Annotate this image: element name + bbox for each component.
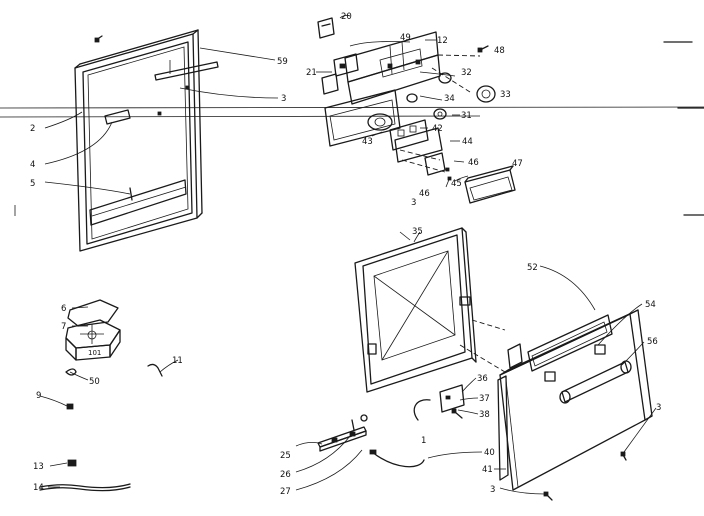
callout-45: 45 — [451, 179, 462, 189]
handle-strip-parts — [317, 414, 425, 468]
callout-42: 42 — [432, 124, 443, 134]
callout-54: 54 — [645, 300, 656, 310]
callout-12: 12 — [437, 36, 448, 46]
callout-6: 6 — [61, 304, 66, 314]
callout-25: 25 — [280, 451, 291, 461]
callout-49: 49 — [400, 33, 411, 43]
callout-32: 32 — [461, 68, 472, 78]
callout-52: 52 — [527, 263, 538, 273]
callout-3: 3 — [281, 94, 286, 104]
callout-36: 36 — [477, 374, 488, 384]
scan-line-artifacts — [0, 41, 704, 216]
callout-41: 41 — [482, 465, 493, 475]
leader-lines — [39, 14, 657, 495]
lower-right-door-panel — [497, 309, 653, 501]
callout-3-right: 3 — [656, 403, 661, 413]
callout-50: 50 — [89, 377, 100, 387]
callout-3-bottom: 3 — [490, 485, 495, 495]
callout-59: 59 — [277, 57, 288, 67]
callout-34: 34 — [444, 94, 455, 104]
callout-40: 40 — [484, 448, 495, 458]
callout-46-lower: 46 — [419, 189, 430, 199]
callout-4: 4 — [30, 160, 35, 170]
callout-labels: 2 3 4 5 59 20 49 12 48 21 32 33 34 31 42… — [30, 12, 661, 497]
callout-38: 38 — [479, 410, 490, 420]
callout-14: 14 — [33, 483, 44, 493]
callout-1: 1 — [421, 436, 426, 446]
callout-13: 13 — [33, 462, 44, 472]
center-door-liner — [354, 227, 506, 393]
callout-33: 33 — [500, 90, 511, 100]
part-marking-101: 101 — [88, 349, 101, 357]
callout-43: 43 — [362, 137, 373, 147]
callout-3-center: 3 — [411, 198, 416, 208]
callout-21: 21 — [306, 68, 317, 78]
callout-37: 37 — [479, 394, 490, 404]
upper-right-control-assembly — [317, 17, 516, 204]
callout-56: 56 — [647, 337, 658, 347]
callout-26: 26 — [280, 470, 291, 480]
callout-7: 7 — [61, 322, 66, 332]
callout-9: 9 — [36, 391, 41, 401]
callout-20: 20 — [341, 12, 352, 22]
hinge-bracket-parts — [413, 384, 465, 421]
callout-5: 5 — [30, 179, 35, 189]
upper-door-panel — [74, 29, 219, 252]
callout-2: 2 — [30, 124, 35, 134]
callout-46-upper: 46 — [468, 158, 479, 168]
callout-44: 44 — [462, 137, 473, 147]
callout-48: 48 — [494, 46, 505, 56]
callout-47: 47 — [512, 159, 523, 169]
small-parts-lower-left — [39, 299, 163, 492]
callout-11: 11 — [172, 356, 183, 366]
callout-31: 31 — [461, 111, 472, 121]
callout-35: 35 — [412, 227, 423, 237]
callout-27: 27 — [280, 487, 291, 497]
